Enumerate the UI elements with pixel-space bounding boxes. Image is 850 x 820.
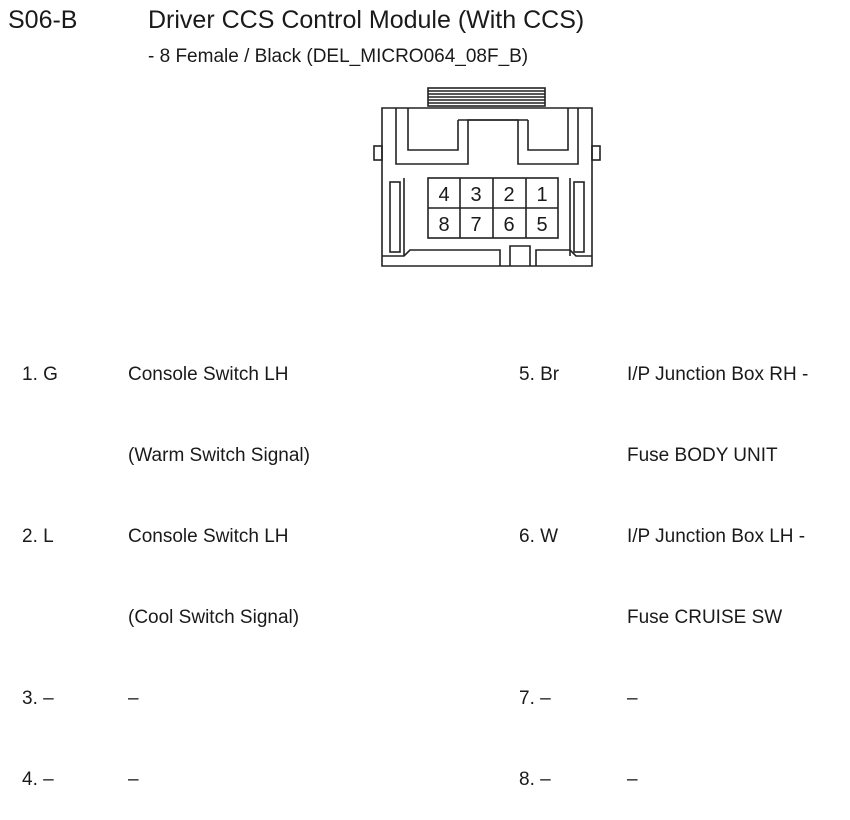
pin-description: –	[128, 688, 139, 709]
connector-diagram: 4 3 2 1 8 7 6 5	[373, 87, 601, 267]
cavity-number: 8	[438, 214, 449, 236]
pin-description: –	[128, 769, 139, 790]
pin-label: 6. W	[519, 526, 559, 547]
pin-description: (Warm Switch Signal)	[128, 445, 310, 466]
spacer	[519, 604, 559, 631]
pin-label: 4. –	[22, 769, 54, 790]
pin-label: 7. –	[519, 688, 551, 709]
connector-housing	[381, 107, 593, 267]
pin-label: 8. –	[519, 769, 551, 790]
connector-code: S06-B	[8, 6, 78, 34]
pin-description: Fuse BODY UNIT	[627, 445, 778, 466]
pin-desc-list-left: Console Switch LH (Warm Switch Signal) C…	[128, 307, 310, 820]
pin-description: I/P Junction Box LH -	[627, 526, 806, 547]
cavity-number: 4	[438, 184, 449, 206]
pin-label: 2. L	[22, 526, 54, 547]
spacer	[519, 442, 559, 469]
pin-description: Console Switch LH	[128, 526, 289, 547]
pin-label: 1. G	[22, 364, 58, 385]
cavity-number: 2	[503, 184, 514, 206]
connector-subtitle: - 8 Female / Black (DEL_MICRO064_08F_B)	[148, 46, 529, 67]
pin-label: 5. Br	[519, 364, 560, 385]
diagram-title: Driver CCS Control Module (With CCS)	[148, 6, 585, 34]
spacer	[22, 604, 58, 631]
pin-list-left: 1. G 2. L 3. – 4. –	[22, 307, 58, 820]
pin-description: Console Switch LH	[128, 364, 289, 385]
pin-description: (Cool Switch Signal)	[128, 607, 300, 628]
pin-list-right: 5. Br 6. W 7. – 8. –	[519, 307, 559, 820]
pin-description: Fuse CRUISE SW	[627, 607, 783, 628]
cavity-number: 3	[470, 184, 481, 206]
cavity-number: 1	[536, 184, 547, 206]
pin-description: –	[627, 688, 638, 709]
pin-description: I/P Junction Box RH -	[627, 364, 809, 385]
pin-description: –	[627, 769, 638, 790]
cavity-number: 7	[470, 214, 481, 236]
cavity-number: 6	[503, 214, 514, 236]
cavity-number: 5	[536, 214, 547, 236]
pin-label: 3. –	[22, 688, 54, 709]
spacer	[22, 442, 58, 469]
pin-desc-list-right: I/P Junction Box RH - Fuse BODY UNIT I/P…	[627, 307, 808, 820]
